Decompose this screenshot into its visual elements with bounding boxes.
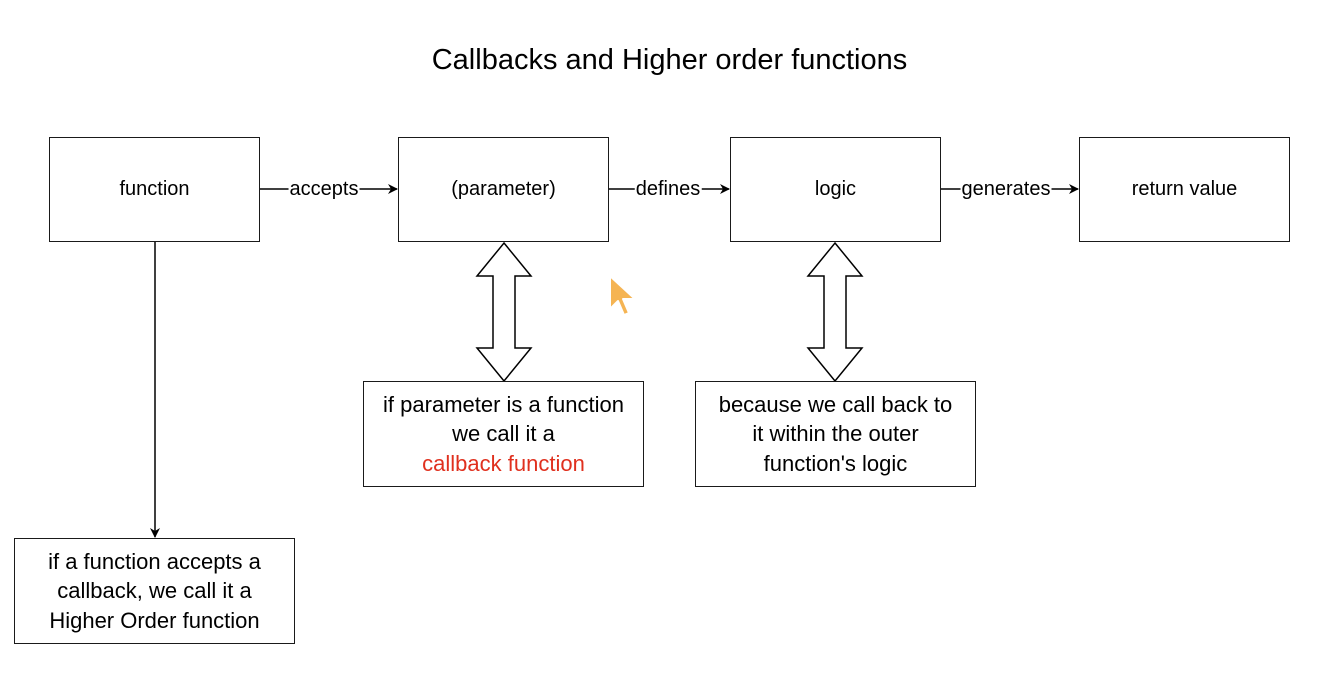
note-call-back-line-3: function's logic (763, 450, 908, 476)
node-parameter: (parameter) (398, 137, 609, 242)
diagram-title: Callbacks and Higher order functions (431, 44, 908, 76)
note-higher-order-function: if a function accepts a callback, we cal… (14, 538, 295, 644)
double-arrow-parameter (475, 241, 533, 383)
note-callback-line-2: we call it a (452, 421, 555, 447)
double-arrow-logic (806, 241, 864, 383)
node-function: function (49, 137, 260, 242)
note-call-back-reason: because we call back to it within the ou… (695, 381, 976, 487)
note-call-back-line-2: it within the outer (752, 421, 919, 447)
note-callback-function: if parameter is a function we call it a … (363, 381, 644, 487)
edge-label-accepts: accepts (288, 178, 360, 200)
note-callback-line-1: if parameter is a function (383, 391, 624, 417)
note-higher-order-line-3: Higher Order function (49, 607, 260, 633)
mouse-pointer-icon (609, 275, 636, 316)
note-callback-highlight: callback function (422, 450, 585, 476)
note-higher-order-line-2: callback, we call it a (57, 578, 252, 604)
edge-label-defines: defines (634, 178, 702, 200)
node-return-value: return value (1079, 137, 1290, 242)
edge-label-generates: generates (960, 178, 1052, 200)
node-logic: logic (730, 137, 941, 242)
note-higher-order-line-1: if a function accepts a (48, 548, 261, 574)
note-call-back-line-1: because we call back to (718, 391, 953, 417)
